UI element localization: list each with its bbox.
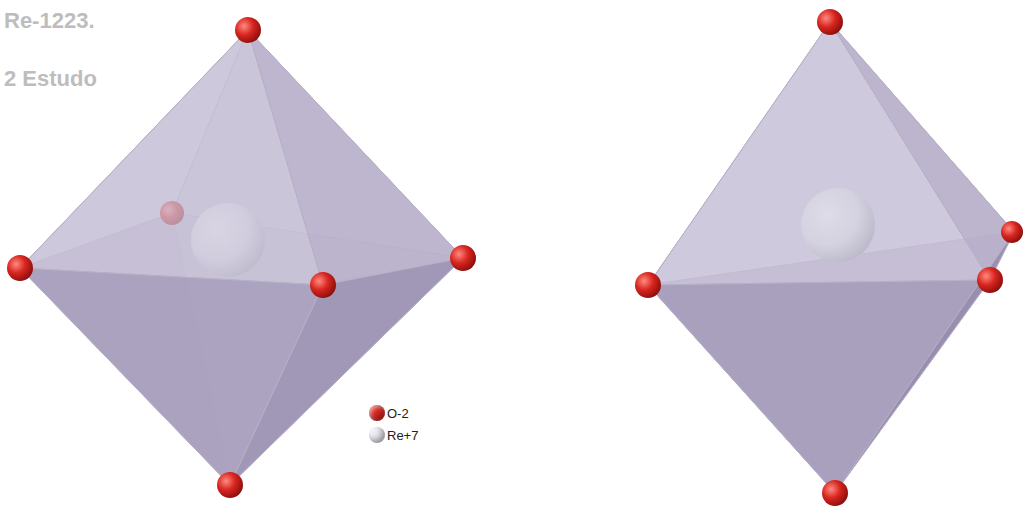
background-text: Re-1223. [4, 8, 95, 34]
legend-entry: O-2 [369, 404, 409, 422]
background-text: 2 Estudo [4, 66, 97, 92]
legend-swatch [369, 405, 385, 421]
legend-entry: Re+7 [369, 426, 418, 444]
legend-text: O-2 [387, 406, 409, 421]
right-octahedron [635, 9, 1023, 506]
legend-swatch [369, 427, 385, 443]
legend-text: Re+7 [387, 428, 418, 443]
